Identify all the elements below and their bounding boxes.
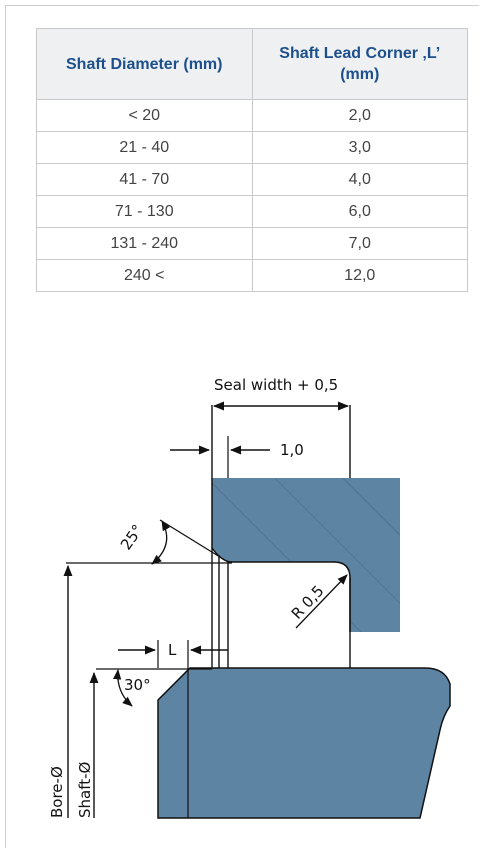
angle-top-label: 25° xyxy=(117,521,147,553)
angle-bottom-label: 30° xyxy=(124,676,151,694)
shaft-part xyxy=(157,667,451,819)
cell-lead-corner: 12,0 xyxy=(251,259,468,292)
shaft-fill xyxy=(157,667,451,819)
seal-width-dimension: Seal width + 0,5 xyxy=(212,376,350,411)
cell-shaft-diameter: 240 < xyxy=(36,259,253,292)
gap-dimension: 1,0 xyxy=(170,436,304,478)
column-header-shaft-diameter: Shaft Diameter (mm) xyxy=(36,28,253,100)
housing-outline xyxy=(211,478,351,632)
cell-lead-corner: 7,0 xyxy=(251,227,468,260)
cell-lead-corner: 3,0 xyxy=(251,131,468,164)
table-row: 240 < 12,0 xyxy=(36,259,468,292)
table-header-row: Shaft Diameter (mm) Shaft Lead Corner ‚L… xyxy=(36,28,468,100)
shaft-label: Shaft-Ø xyxy=(76,761,94,818)
housing-hatching xyxy=(212,478,400,632)
table-row: 21 - 40 3,0 xyxy=(36,131,468,164)
shaft-lead-corner-table: Shaft Diameter (mm) Shaft Lead Corner ‚L… xyxy=(36,28,468,292)
table-row: 41 - 70 4,0 xyxy=(36,163,468,196)
table-row: 131 - 240 7,0 xyxy=(36,227,468,260)
lead-length-dimension: L xyxy=(118,640,228,668)
shaft-chamfer-angle: 30° xyxy=(96,667,212,707)
housing-bore-part xyxy=(211,478,400,632)
seal-width-label: Seal width + 0,5 xyxy=(214,376,338,394)
cell-shaft-diameter: < 20 xyxy=(36,99,253,132)
shaft-diameter-dimension: Shaft-Ø xyxy=(76,671,99,818)
radius-callout: R 0,5 xyxy=(288,574,348,629)
gap-label: 1,0 xyxy=(280,441,304,459)
cell-shaft-diameter: 21 - 40 xyxy=(36,131,253,164)
column-header-lead-corner: Shaft Lead Corner ‚L’ (mm) xyxy=(251,28,468,100)
lead-label: L xyxy=(168,641,177,659)
bore-label: Bore-Ø xyxy=(48,766,66,818)
bore-diameter-dimension: Bore-Ø xyxy=(48,562,232,818)
